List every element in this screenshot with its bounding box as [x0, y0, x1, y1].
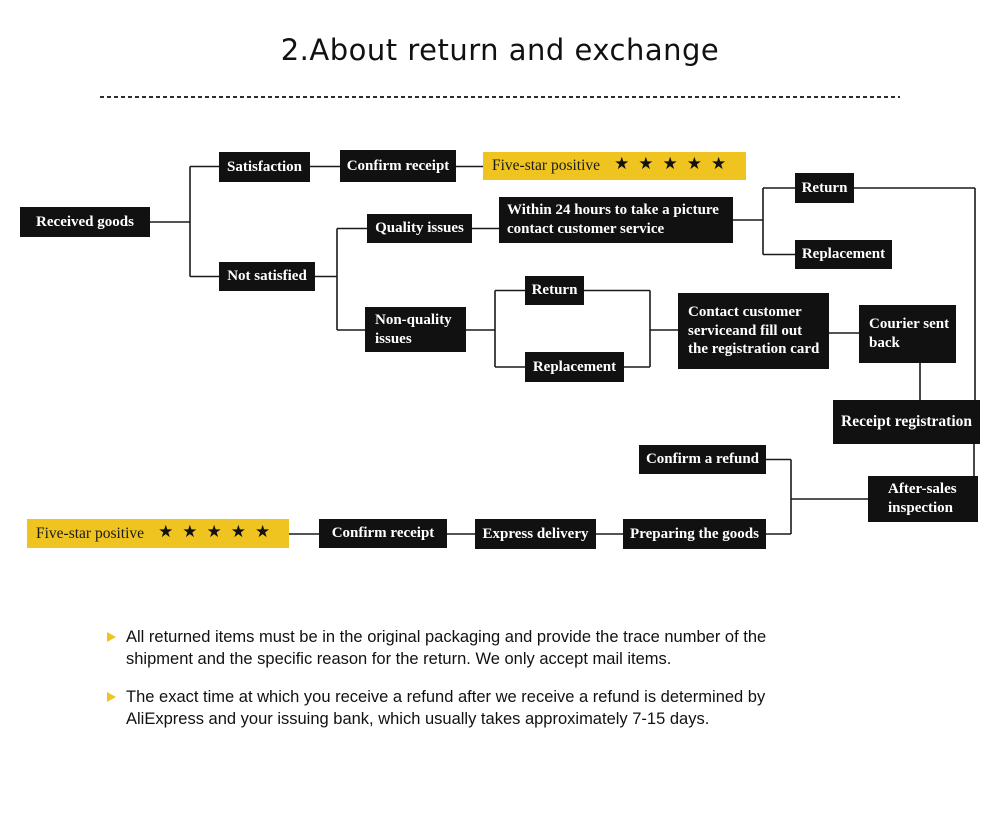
node-courier-sent-back: Courier sent back	[859, 305, 956, 363]
node-label: Return	[801, 179, 848, 196]
node-label: Received goods	[36, 213, 134, 230]
bullet-triangle-icon	[107, 692, 116, 702]
node-label: Return	[531, 282, 578, 299]
node-label: Quality issues	[375, 220, 464, 237]
node-label-line3: the registration card	[688, 341, 820, 358]
node-label-line1: Non-quality	[375, 311, 452, 328]
node-not-satisfied: Not satisfied	[219, 262, 315, 291]
node-label: Not satisfied	[227, 268, 307, 285]
node-non-quality-issues: Non-quality issues	[365, 307, 466, 352]
node-label: Replacement	[801, 246, 886, 263]
node-received-goods: Received goods	[20, 207, 150, 237]
node-label: Satisfaction	[227, 158, 302, 175]
node-five-star-positive-bottom: Five-star positive ★★★★★	[27, 519, 289, 548]
dotted-divider	[100, 96, 900, 98]
node-label: Express delivery	[482, 525, 589, 542]
node-label-line2: issues	[375, 330, 412, 347]
node-replacement-non-quality: Replacement	[525, 352, 624, 382]
node-label: Replacement	[532, 358, 617, 375]
node-return-non-quality: Return	[525, 276, 584, 305]
note-refund-time: The exact time at which you receive a re…	[107, 686, 766, 730]
node-label-line2: inspection	[888, 500, 954, 516]
page-title: 2.About return and exchange	[280, 33, 720, 67]
bullet-triangle-icon	[107, 632, 116, 642]
node-receipt-registration: Receipt registration	[833, 400, 980, 444]
node-quality-issues: Quality issues	[367, 214, 472, 243]
node-within-24-hours: Within 24 hours to take a picture contac…	[499, 197, 733, 243]
node-label: Confirm receipt	[346, 157, 450, 174]
node-confirm-a-refund: Confirm a refund	[639, 445, 766, 474]
node-label-line2: contact customer service	[507, 221, 665, 237]
node-label: Receipt registration	[841, 413, 972, 431]
node-confirm-receipt-top: Confirm receipt	[340, 150, 456, 182]
node-label: Five-star positive	[36, 524, 145, 542]
node-replacement-quality: Replacement	[795, 240, 892, 269]
node-express-delivery: Express delivery	[475, 519, 596, 549]
node-preparing-the-goods: Preparing the goods	[623, 519, 766, 549]
five-star-rating-icon: ★★★★★	[614, 154, 736, 175]
node-label: Five-star positive	[492, 157, 601, 175]
node-label-line1: After-sales	[888, 481, 957, 498]
node-label: Preparing the goods	[630, 525, 759, 542]
node-label-line2: back	[869, 335, 900, 351]
node-five-star-positive-top: Five-star positive ★★★★★	[483, 152, 746, 180]
node-after-sales-inspection: After-sales inspection	[868, 476, 978, 522]
node-return-quality: Return	[795, 173, 854, 203]
note-returned-items: All returned items must be in the origin…	[107, 626, 767, 670]
node-contact-customer-service: Contact customer serviceand fill out the…	[678, 293, 829, 369]
note-line1: All returned items must be in the origin…	[126, 628, 767, 646]
note-line1: The exact time at which you receive a re…	[126, 688, 766, 706]
node-label-line2: serviceand fill out	[688, 322, 803, 339]
node-label-line1: Within 24 hours to take a picture	[507, 202, 719, 219]
node-label: Confirm a refund	[645, 451, 760, 468]
node-label: Confirm receipt	[331, 525, 435, 542]
note-line2: AliExpress and your issuing bank, which …	[126, 710, 710, 728]
five-star-rating-icon: ★★★★★	[158, 521, 280, 542]
node-label-line1: Courier sent	[869, 316, 950, 333]
note-line2: shipment and the specific reason for the…	[126, 650, 672, 668]
node-satisfaction: Satisfaction	[219, 152, 310, 182]
node-confirm-receipt-bottom: Confirm receipt	[319, 519, 447, 548]
node-label-line1: Contact customer	[688, 303, 802, 320]
